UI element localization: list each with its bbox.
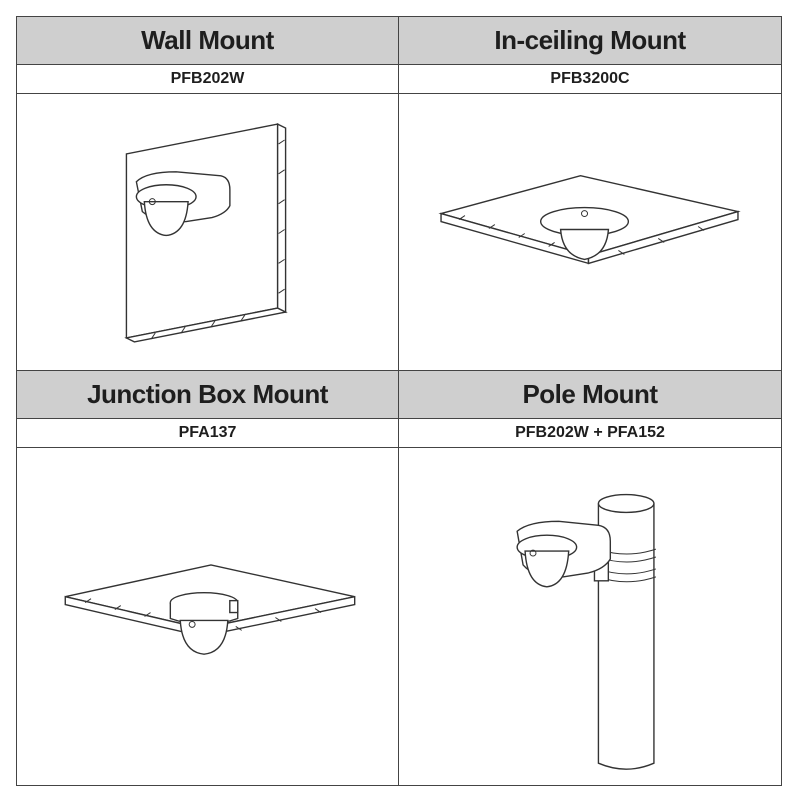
in-ceiling-mount-header: In-ceiling Mount (399, 17, 781, 65)
junction-box-mount-title: Junction Box Mount (87, 379, 328, 409)
junction-box-mount-model-cell: PFA137 (17, 419, 399, 448)
junction-box-mount-header: Junction Box Mount (17, 371, 399, 419)
pole (597, 503, 655, 770)
pole-mount-model-cell: PFB202W + PFA152 (399, 419, 781, 448)
in-ceiling-mount-drawing (438, 174, 741, 265)
junction-box-mount-model: PFA137 (178, 424, 237, 441)
in-ceiling-mount-title: In-ceiling Mount (494, 25, 686, 55)
wall-mount-model-cell: PFB202W (17, 65, 399, 94)
camera-dome (524, 550, 570, 588)
in-ceiling-mount-model-cell: PFB3200C (399, 65, 781, 94)
pole-mount-drawing (516, 493, 657, 770)
wall-mount-header: Wall Mount (17, 17, 399, 65)
wall-mount-illustration (17, 94, 399, 371)
in-ceiling-mount-model: PFB3200C (550, 70, 630, 87)
pole-mount-illustration (399, 448, 781, 785)
mount-options-table: Wall Mount In-ceiling Mount PFB202W PFB3… (16, 16, 782, 786)
camera-dome (143, 200, 189, 237)
wall-mount-model: PFB202W (170, 70, 245, 87)
wall-mount-title: Wall Mount (141, 25, 274, 55)
pole-mount-model: PFB202W + PFA152 (515, 424, 665, 441)
camera-dome (559, 228, 610, 261)
wall-mount-drawing (124, 122, 288, 343)
junction-box-mount-illustration (17, 448, 399, 785)
in-ceiling-mount-illustration (399, 94, 781, 371)
junction-box-mount-drawing (64, 564, 356, 655)
pole-mount-title: Pole Mount (522, 379, 658, 409)
wall-panel (125, 123, 279, 339)
pole-mount-header: Pole Mount (399, 371, 781, 419)
camera-dome (179, 619, 229, 655)
